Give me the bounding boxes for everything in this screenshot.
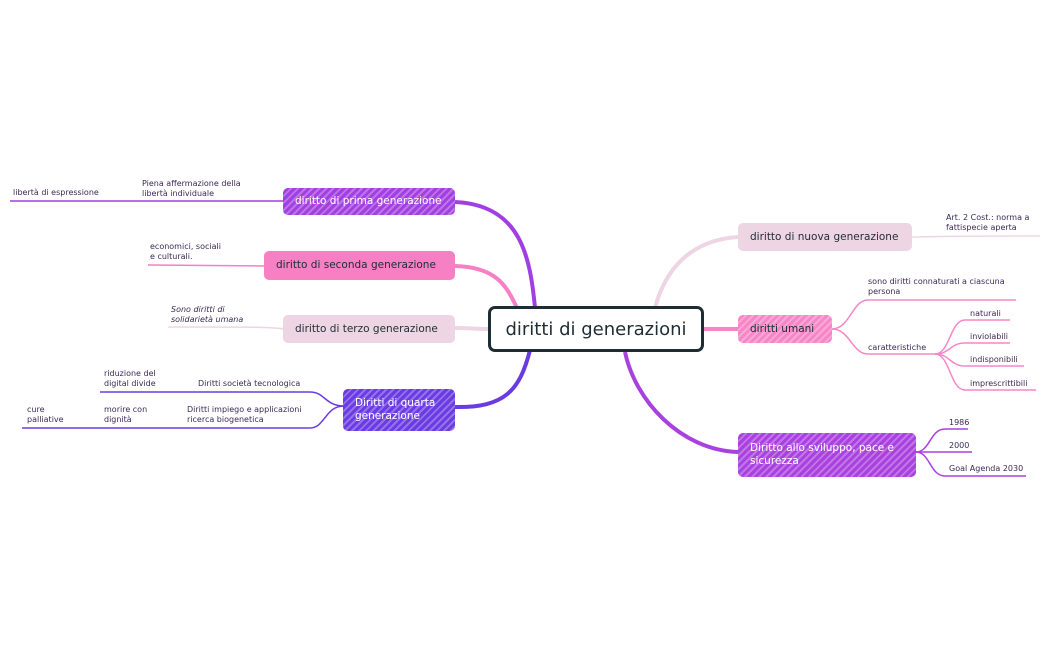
- topic-terzo-generazione[interactable]: diritto di terzo generazione: [283, 315, 455, 343]
- sub-liberta-espressione[interactable]: libertà di espressione: [13, 188, 99, 197]
- topic-prima-generazione[interactable]: diritto di prima generazione: [283, 188, 455, 215]
- sub-morire-con-dignita[interactable]: morire con dignità: [104, 405, 148, 424]
- item-imprescrittibili[interactable]: imprescrittibili: [970, 379, 1028, 388]
- note-nuova: Art. 2 Cost.: norma a fattispecie aperta: [946, 213, 1030, 232]
- topic-label: diritto di prima generazione: [295, 195, 442, 207]
- topic-label-line1: Diritti di quarta: [355, 397, 436, 409]
- topic-label: diritto di nuova generazione: [750, 230, 899, 243]
- topic-label: diritto di seconda generazione: [276, 259, 436, 271]
- sub-ricerca-biogenetica[interactable]: Diritti impiego e applicazioni ricerca b…: [187, 405, 302, 424]
- topic-seconda-generazione[interactable]: diritto di seconda generazione: [264, 251, 455, 280]
- sub-cure-palliative[interactable]: cure palliative: [27, 405, 64, 424]
- note-terzo: Sono diritti di solidarietà umana: [171, 305, 244, 324]
- sub-societa-tecnologica[interactable]: Diritti società tecnologica: [198, 379, 301, 388]
- note-umani: sono diritti connaturati a ciascuna pers…: [868, 277, 1005, 296]
- topic-label: diritti umani: [750, 322, 815, 335]
- topic-label-line2: generazione: [355, 410, 420, 422]
- note-seconda: economici, sociali e culturali.: [150, 242, 221, 261]
- item-naturali[interactable]: naturali: [970, 309, 1001, 318]
- item-1986[interactable]: 1986: [949, 418, 970, 427]
- topic-diritti-umani[interactable]: diritti umani: [738, 315, 832, 343]
- topic-quarta-generazione[interactable]: Diritti di quarta generazione: [343, 389, 455, 431]
- sub-digital-divide[interactable]: riduzione del digital divide: [104, 369, 156, 388]
- topic-label-line1: Diritto allo sviluppo, pace e: [750, 442, 894, 454]
- central-topic[interactable]: diritti di generazioni: [488, 306, 704, 352]
- item-2000[interactable]: 2000: [949, 441, 970, 450]
- topic-nuova-generazione[interactable]: diritto di nuova generazione: [738, 223, 912, 251]
- item-inviolabili[interactable]: inviolabili: [970, 332, 1009, 341]
- topic-label: diritto di terzo generazione: [295, 322, 438, 335]
- central-topic-label: diritti di generazioni: [505, 318, 687, 340]
- note-prima: Piena affermazione della libertà individ…: [142, 179, 241, 198]
- item-goal-agenda-2030[interactable]: Goal Agenda 2030: [949, 464, 1024, 473]
- topic-diritto-allo-sviluppo[interactable]: Diritto allo sviluppo, pace e sicurezza: [738, 433, 916, 477]
- item-indisponibili[interactable]: indisponibili: [970, 355, 1018, 364]
- sub-caratteristiche[interactable]: caratteristiche: [868, 343, 927, 352]
- topic-label-line2: sicurezza: [750, 455, 799, 467]
